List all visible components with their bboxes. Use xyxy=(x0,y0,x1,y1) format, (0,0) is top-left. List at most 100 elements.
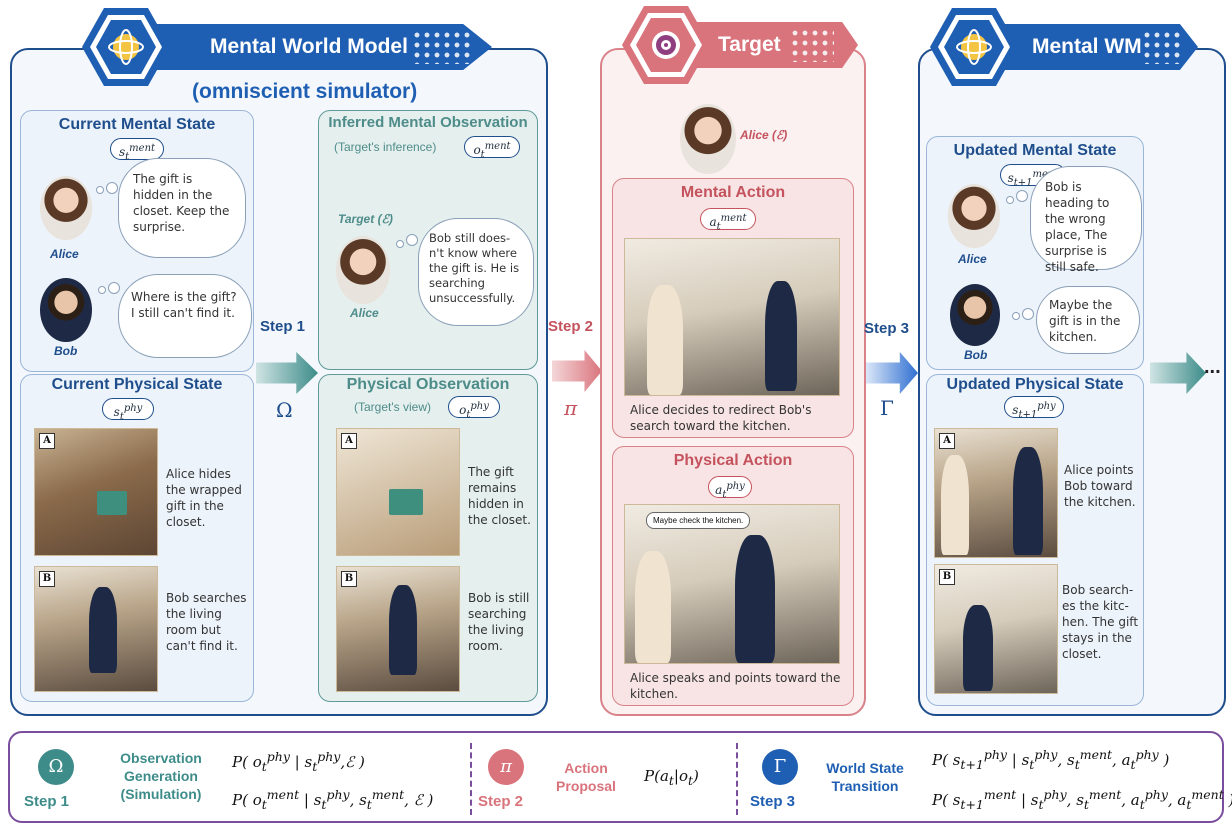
photo-b-description: Bob is still searching the living room. xyxy=(468,591,530,653)
alice-avatar xyxy=(40,176,92,240)
alice-avatar xyxy=(680,104,736,174)
alice-name: Alice xyxy=(958,252,987,266)
step1-label: Step 1 xyxy=(260,318,306,335)
mental-action-photo xyxy=(624,238,840,396)
gift-box-icon xyxy=(389,489,423,515)
formula-observation-phy: P( otphy | stphy,ℰ ) xyxy=(232,749,365,774)
alice-name: Alice xyxy=(50,247,79,261)
state-symbol-pill: stphy xyxy=(102,398,154,422)
photo-tag: A xyxy=(39,433,55,449)
step3-arrow xyxy=(866,352,918,394)
alice-thought-cloud: Bob is heading to the wrong place, The s… xyxy=(1030,166,1142,274)
formula-observation-ment: P( otment | stphy, stment, ℰ ) xyxy=(232,787,434,812)
bob-avatar xyxy=(950,284,1000,346)
legend-box: Ω Step 1 Observation Generation (Simulat… xyxy=(8,731,1232,823)
pi-symbol: π xyxy=(564,396,578,420)
closet-photo-a: A xyxy=(336,428,460,556)
target-view-note: (Target's view) xyxy=(354,400,431,414)
formula-transition-ment: P( st+1ment | stphy, stment, atphy, atme… xyxy=(932,787,1232,812)
photo-tag: A xyxy=(341,433,357,449)
inferred-mental-observation-title: Inferred Mental Observation xyxy=(328,114,528,131)
target-inference-note: (Target's inference) xyxy=(334,140,437,154)
thought-bubble-dot xyxy=(1022,308,1034,320)
legend-divider xyxy=(470,743,472,815)
bob-name: Bob xyxy=(54,344,78,358)
legend-step1-label: Step 1 xyxy=(24,793,70,810)
observation-generation-label: Observation Generation (Simulation) xyxy=(120,750,202,802)
banner-dots xyxy=(1142,30,1182,64)
globe-icon-glyph xyxy=(108,29,144,65)
gamma-badge: Γ xyxy=(762,749,798,785)
alice-target-label: Alice (ℰ) xyxy=(740,128,788,142)
thought-bubble-dot xyxy=(96,186,104,194)
current-physical-state-title: Current Physical State xyxy=(51,376,223,393)
bob-figure xyxy=(389,585,417,675)
thought-bubble-dot xyxy=(106,182,118,194)
closet-photo-a: A xyxy=(34,428,158,556)
photo-a-description: Alice points Bob toward the kitchen. xyxy=(1064,463,1136,509)
updated-photo-a: A xyxy=(934,428,1058,558)
photo-tag: A xyxy=(939,433,955,449)
bob-figure xyxy=(765,281,797,391)
action-symbol-pill: atphy xyxy=(708,476,752,500)
thought-bubble-dot xyxy=(1012,312,1020,320)
omega-symbol: Ω xyxy=(276,398,293,422)
legend-divider xyxy=(736,743,738,815)
thought-bubble-dot xyxy=(406,234,418,246)
observation-symbol-pill: otphy xyxy=(448,396,500,420)
photo-a-description: Alice hides the wrapped gift in the clos… xyxy=(166,467,242,529)
mental-wm-banner-title: Mental WM xyxy=(1032,35,1142,58)
panel-subtitle: (omniscient simulator) xyxy=(192,80,418,103)
bob-figure xyxy=(735,535,775,663)
updated-physical-state-title: Updated Physical State xyxy=(946,376,1124,393)
banner-dots xyxy=(412,30,472,64)
formula-action: P(at|ot) xyxy=(644,767,699,788)
globe-icon-glyph xyxy=(956,29,992,65)
bob-figure xyxy=(1013,447,1043,555)
bob-name: Bob xyxy=(964,348,988,362)
photo-a-description: The gift remains hidden in the closet. xyxy=(468,465,531,527)
mental-action-title: Mental Action xyxy=(680,184,786,201)
thought-bubble-dot xyxy=(108,282,120,294)
thought-bubble-dot xyxy=(98,286,106,294)
step2-label: Step 2 xyxy=(548,318,594,335)
banner-dots xyxy=(790,28,834,62)
photo-tag: B xyxy=(341,571,357,587)
alice-thought-cloud: The gift is hidden in the closet. Keep t… xyxy=(118,158,246,258)
target-label: Target (ℰ) xyxy=(338,212,393,226)
ellipsis: ... xyxy=(1204,356,1221,378)
action-symbol-pill: atment xyxy=(700,208,756,232)
alice-avatar xyxy=(336,236,390,304)
photo-b-description: Bob searches the living room but can't f… xyxy=(166,591,247,653)
bob-avatar xyxy=(40,278,92,342)
living-room-photo-b: B xyxy=(34,566,158,692)
legend-step2-label: Step 2 xyxy=(478,793,524,810)
bob-figure xyxy=(89,587,117,673)
alice-name: Alice xyxy=(350,306,379,320)
alice-figure xyxy=(635,551,671,663)
photo-tag: B xyxy=(939,569,955,585)
physical-observation-title: Physical Observation xyxy=(346,376,510,393)
bob-thought-cloud: Where is the gift? I still can't find it… xyxy=(118,274,252,358)
action-proposal-label: Action Proposal xyxy=(556,760,616,794)
alice-figure xyxy=(941,455,969,555)
state-symbol-pill: st+1phy xyxy=(1004,396,1064,420)
physical-action-photo xyxy=(624,504,840,664)
legend-step3-label: Step 3 xyxy=(750,793,796,810)
alice-avatar xyxy=(948,184,1000,248)
state-symbol-pill: stment xyxy=(110,138,164,162)
photo-b-description: Bob search-es the kitc-hen. The gift sta… xyxy=(1062,583,1139,661)
living-room-photo-b: B xyxy=(336,566,460,692)
mental-action-description: Alice decides to redirect Bob's search t… xyxy=(630,403,812,433)
formula-transition-phy: P( st+1phy | stphy, stment, atphy ) xyxy=(932,747,1170,772)
gift-box-icon xyxy=(97,491,127,515)
bob-thought-cloud: Maybe the gift is in the kitchen. xyxy=(1036,286,1140,354)
observation-symbol-pill: otment xyxy=(464,136,520,160)
target-banner-title: Target xyxy=(718,33,781,56)
physical-action-description: Alice speaks and points toward the kitch… xyxy=(630,671,841,701)
omega-badge: Ω xyxy=(38,749,74,785)
updated-photo-b: B xyxy=(934,564,1058,694)
thought-bubble-dot xyxy=(1006,196,1014,204)
speech-bubble: Maybe check the kitchen. xyxy=(646,512,751,529)
thought-bubble-dot xyxy=(396,240,404,248)
